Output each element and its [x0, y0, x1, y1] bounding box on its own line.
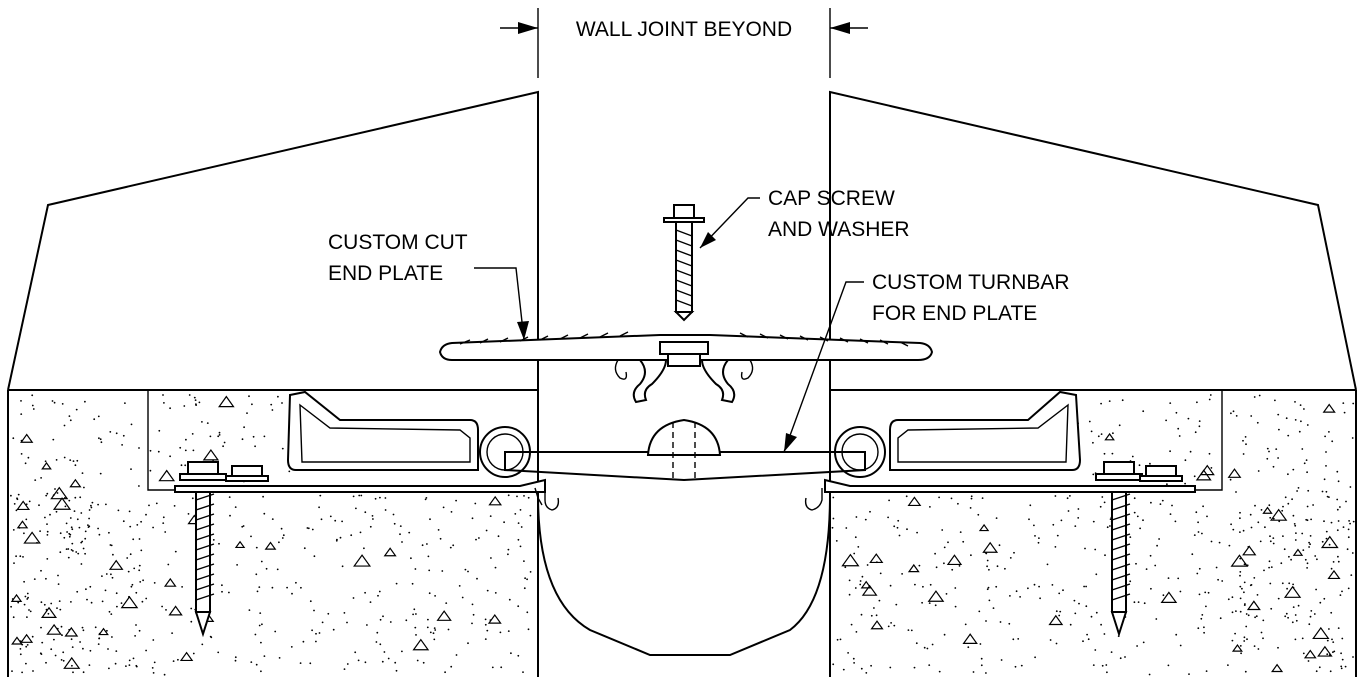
turnbar-label-line2: FOR END PLATE: [872, 302, 1037, 325]
center-hub: [646, 418, 722, 480]
wall-beyond-outline: [7, 90, 1357, 677]
frame-extrusion-left: [174, 390, 560, 511]
flexible-seal: [537, 494, 831, 656]
turnbar-leader: [783, 281, 864, 453]
end-plate-label-line1: CUSTOM CUT: [328, 231, 468, 254]
wall-joint-dimension: [500, 8, 868, 78]
end-plate-leader: [474, 267, 529, 341]
cap-screw-and-washer: [663, 204, 705, 322]
turnbar-label-line1: CUSTOM TURNBAR: [872, 271, 1070, 294]
custom-cut-end-plate: [438, 331, 934, 404]
cap-screw-label-line1: CAP SCREW: [768, 187, 895, 210]
custom-turnbar: [504, 451, 866, 482]
wall-joint-label: WALL JOINT BEYOND: [576, 18, 792, 41]
anchor-screw-left: [179, 461, 269, 638]
end-plate-label-line2: END PLATE: [328, 262, 443, 285]
cap-screw-leader: [699, 197, 760, 249]
cap-screw-label-line2: AND WASHER: [768, 218, 910, 241]
anchor-screw-right: [1095, 461, 1183, 638]
